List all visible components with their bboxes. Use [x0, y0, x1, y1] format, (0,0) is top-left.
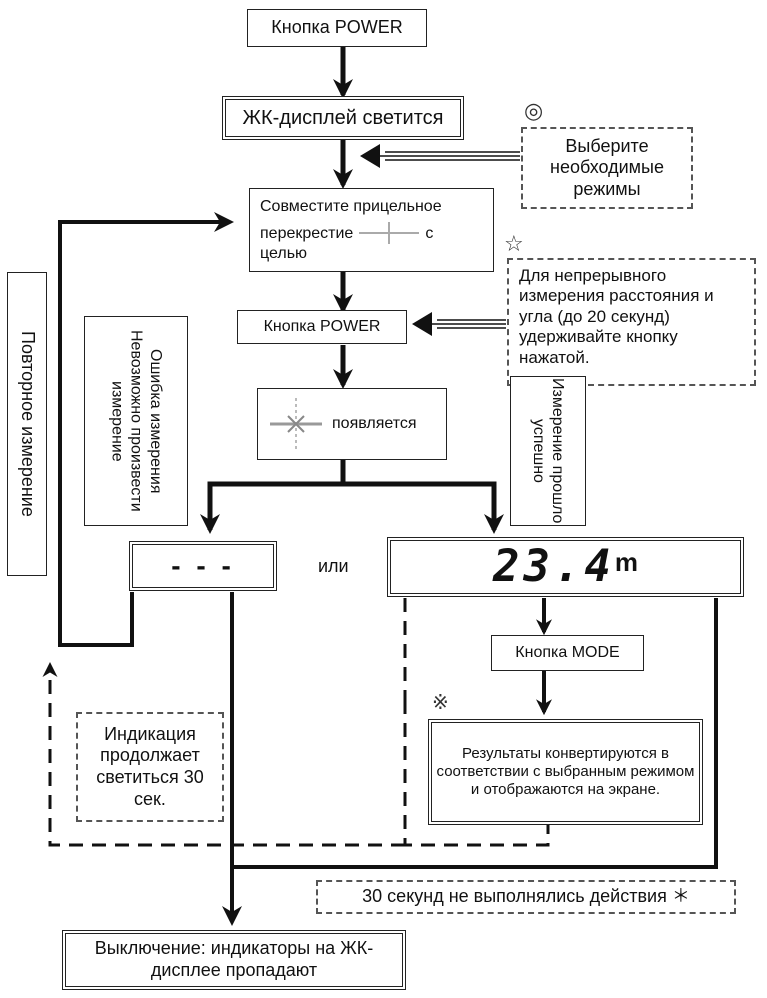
power-button-box: Кнопка POWER — [247, 9, 427, 47]
lcd-lit-label: ЖК-дисплей светится — [242, 107, 444, 129]
mode-button-label: Кнопка MODE — [515, 644, 620, 662]
lcd-unit: m — [614, 547, 639, 577]
select-modes-label: Выберите необходимые режимы — [550, 135, 664, 199]
remeasure-box: Повторное измерение — [7, 272, 47, 576]
appears-label: появляется — [332, 415, 417, 433]
branch-split — [200, 458, 346, 534]
remeasure-label: Повторное измерение — [17, 331, 38, 517]
line-success-to-off — [232, 598, 718, 869]
or-label: или — [318, 556, 349, 576]
indication-label: Индикация продолжает светиться 30 сек. — [96, 723, 204, 809]
aim-box: Совместите прицельное перекрестие с цель… — [249, 188, 494, 272]
continuous-feed — [412, 312, 506, 336]
error-label: Ошибка измерения Невозможно произвести и… — [108, 330, 164, 512]
crosshair-icon — [359, 222, 420, 245]
appears-box: появляется — [257, 388, 447, 460]
timeout-box: 30 секунд не выполнялись действия ＊ — [316, 880, 736, 914]
aim-line-3: с — [425, 224, 434, 242]
loop-remeasure — [58, 212, 234, 647]
convert-box: Результаты конвертируются в соответствии… — [428, 719, 703, 825]
aim-line-1: Совместите прицельное — [260, 198, 442, 215]
double-circle-icon: ◎ — [524, 98, 544, 123]
continuous-box: Для непрерывного измерения расстояния и … — [507, 258, 756, 386]
dashed-return-bottom — [403, 700, 550, 847]
error-box: Ошибка измерения Невозможно произвести и… — [84, 316, 188, 526]
reference-mark-icon: ※ — [432, 692, 449, 714]
modes-feed — [360, 144, 520, 168]
timeout-label: 30 секунд не выполнялись действия ＊ — [362, 886, 690, 907]
convert-label: Результаты конвертируются в соответствии… — [436, 745, 695, 798]
continuous-label: Для непрерывного измерения расстояния и … — [519, 266, 714, 367]
success-label: Измерение прошло успешно — [530, 378, 567, 524]
branch-split-right — [343, 481, 504, 534]
lcd-value: 23.4 — [492, 540, 615, 592]
lcd-lit-box: ЖК-дисплей светится — [222, 96, 464, 140]
select-modes-box: Выберите необходимые режимы — [521, 127, 693, 209]
power-off-label: Выключение: индикаторы на ЖК-дисплее про… — [94, 938, 374, 980]
aim-line-2: перекрестие — [260, 224, 354, 242]
indication-box: Индикация продолжает светиться 30 сек. — [76, 712, 224, 822]
star-outline-icon: ☆ — [504, 231, 524, 256]
dashed-loop-left — [42, 662, 405, 847]
measure-crosshair-icon — [270, 398, 322, 450]
power-button-2-box: Кнопка POWER — [237, 310, 407, 344]
success-box: Измерение прошло успешно — [510, 376, 586, 526]
power-button-2-label: Кнопка POWER — [263, 318, 381, 336]
lcd-value-display: 23.4 m — [387, 537, 744, 597]
aim-line-4: целью — [260, 245, 308, 263]
power-button-label: Кнопка POWER — [271, 17, 403, 38]
mode-button-box: Кнопка MODE — [491, 635, 644, 671]
power-off-box: Выключение: индикаторы на ЖК-дисплее про… — [62, 930, 406, 990]
lcd-error-dashes: - - - — [171, 550, 235, 582]
lcd-error-display: - - - — [129, 541, 277, 591]
